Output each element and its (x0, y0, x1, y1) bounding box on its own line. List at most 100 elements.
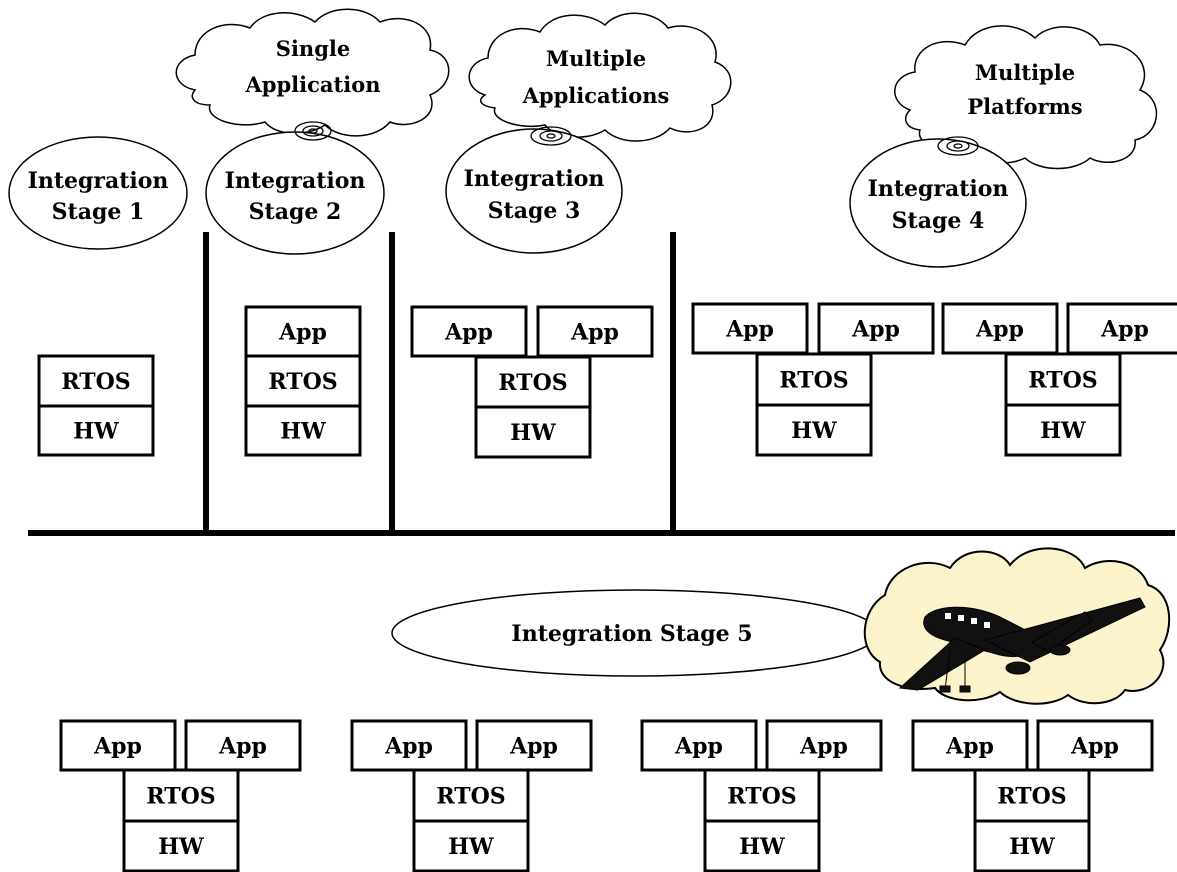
s5a-rtos-rect (122, 768, 240, 823)
s4a-rtos-label: RTOS (779, 368, 848, 394)
s5b-app2-rect (475, 719, 593, 772)
s4a-app2-box: App (817, 302, 935, 355)
s5b-app1-label: App (384, 734, 433, 760)
s1-hw-label: HW (73, 419, 119, 445)
s5a-app2-box: App (184, 719, 302, 772)
s5d-app2-box: App (1036, 719, 1154, 772)
s4b-app2-box: App (1066, 302, 1177, 355)
s5a-app1-box: App (59, 719, 177, 772)
stage-dividers (28, 232, 1175, 536)
s2-app-rect (244, 305, 362, 358)
stage-2-line2: Stage 2 (249, 199, 342, 225)
s5c-app1-label: App (674, 734, 723, 760)
cloud-3-line2: Applications (522, 83, 670, 108)
stage-5-ellipse: Integration Stage 5 (391, 589, 879, 677)
s5b-hw-rect (412, 819, 530, 872)
stage-2-ellipse: Integration Stage 2 (205, 121, 385, 255)
stage-4-line2: Stage 4 (892, 208, 985, 234)
s4b-rtos-label: RTOS (1028, 368, 1097, 394)
s5d-app2-label: App (1070, 734, 1119, 760)
s1-hw-box: HW (37, 404, 155, 457)
s3-rtos-label: RTOS (498, 370, 567, 396)
stage-2-line1: Integration (225, 168, 366, 194)
cloud-2-line2: Application (245, 72, 381, 97)
s3-rtos-box: RTOS (474, 355, 592, 409)
s5c-hw-box: HW (703, 819, 821, 872)
s4a-app1-box: App (691, 302, 809, 355)
s2-hw-label: HW (280, 419, 326, 445)
cloud-3-line1: Multiple (546, 46, 646, 71)
s5a-hw-label: HW (158, 834, 204, 860)
s5d-rtos-label: RTOS (997, 784, 1066, 810)
s3-app1-box: App (410, 305, 528, 358)
connector-2 (294, 121, 332, 141)
airplane-icon (863, 547, 1171, 705)
s5a-app2-rect (184, 719, 302, 772)
s4a-rtos-box: RTOS (755, 352, 873, 407)
cloud-multiple-applications: Multiple Applications (468, 12, 732, 142)
s5a-rtos-label: RTOS (146, 784, 215, 810)
s5d-hw-label: HW (1009, 834, 1055, 860)
s2-rtos-box: RTOS (244, 354, 362, 408)
s4b-app1-rect (941, 302, 1059, 355)
s5c-rtos-box: RTOS (703, 768, 821, 823)
stage-4-line1: Integration (868, 176, 1009, 202)
s5b-app2-label: App (509, 734, 558, 760)
s4a-hw-rect (755, 403, 873, 457)
s5b-rtos-rect (412, 768, 530, 823)
s4b-app2-label: App (1100, 317, 1149, 343)
s5a-app1-rect (59, 719, 177, 772)
s5b-app1-rect (350, 719, 468, 772)
stage-5-label: Integration Stage 5 (511, 621, 752, 647)
s5d-app1-rect (911, 719, 1029, 772)
s5d-rtos-box: RTOS (973, 768, 1091, 823)
s2-hw-box: HW (244, 404, 362, 457)
s5c-app2-rect (765, 719, 883, 772)
s2-app-box: App (244, 305, 362, 358)
s4a-app2-rect (817, 302, 935, 355)
s4b-app1-box: App (941, 302, 1059, 355)
s4b-hw-label: HW (1040, 418, 1086, 444)
s5d-hw-box: HW (973, 819, 1091, 872)
s4b-hw-box: HW (1004, 403, 1122, 457)
s5c-app1-box: App (640, 719, 758, 772)
s5b-hw-label: HW (448, 834, 494, 860)
s1-rtos-box: RTOS (37, 354, 155, 408)
s4a-app1-rect (691, 302, 809, 355)
s5d-app1-box: App (911, 719, 1029, 772)
s5c-rtos-label: RTOS (727, 784, 796, 810)
stage-3-ellipse: Integration Stage 3 (445, 126, 623, 254)
s5b-app1-box: App (350, 719, 468, 772)
s5d-rtos-rect (973, 768, 1091, 823)
s5a-app2-label: App (218, 734, 267, 760)
s5d-hw-rect (973, 819, 1091, 872)
s5c-hw-rect (703, 819, 821, 872)
s5a-hw-box: HW (122, 819, 240, 872)
cloud-multiple-platforms: Multiple Platforms (894, 25, 1157, 170)
s4b-app1-label: App (975, 317, 1024, 343)
s5a-rtos-box: RTOS (122, 768, 240, 823)
s5b-hw-box: HW (412, 819, 530, 872)
s5c-app2-box: App (765, 719, 883, 772)
s5a-hw-rect (122, 819, 240, 872)
s5b-app2-box: App (475, 719, 593, 772)
s5d-app2-rect (1036, 719, 1154, 772)
s2-rtos-label: RTOS (268, 369, 337, 395)
s5b-rtos-label: RTOS (436, 784, 505, 810)
s1-hw-rect (37, 404, 155, 457)
s4a-hw-label: HW (791, 418, 837, 444)
stage-3-line2: Stage 3 (488, 198, 581, 224)
s3-hw-label: HW (510, 420, 556, 446)
cloud-2-line1: Single (276, 36, 350, 61)
s4a-app1-label: App (725, 317, 774, 343)
stage-1-ellipse: Integration Stage 1 (8, 136, 188, 250)
s3-app1-rect (410, 305, 528, 358)
s5b-rtos-box: RTOS (412, 768, 530, 823)
s3-hw-rect (474, 405, 592, 459)
s3-app2-rect (536, 305, 654, 358)
s3-app2-box: App (536, 305, 654, 358)
s5c-app2-label: App (799, 734, 848, 760)
stage-1-line1: Integration (28, 168, 169, 194)
